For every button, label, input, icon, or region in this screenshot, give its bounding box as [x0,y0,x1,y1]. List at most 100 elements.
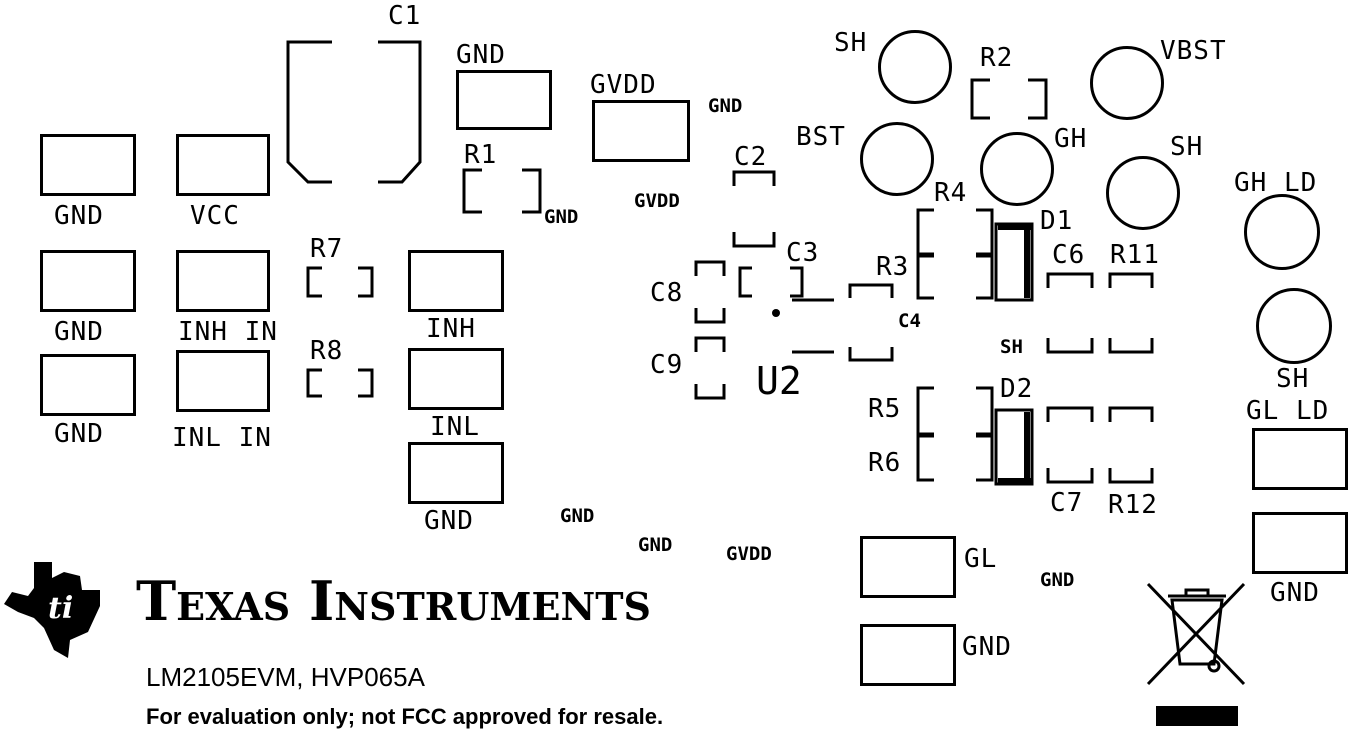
gvdd-label-small-1: GVDD [634,190,680,212]
sh-label-small: SH [1000,336,1023,358]
inh-label: INH [426,314,476,344]
gnd-pad-top[interactable] [456,70,552,130]
r4-outline [916,208,994,256]
gnd-pad-right[interactable] [1252,512,1348,574]
gh-ld-testpoint[interactable] [1244,194,1320,270]
r11-label: R11 [1110,240,1160,270]
weee-bin-icon [1146,582,1246,686]
fcc-notice: For evaluation only; not FCC approved fo… [146,704,664,729]
r12-label: R12 [1108,490,1158,520]
gnd-pad-1[interactable] [40,134,136,196]
c8-outline [694,260,726,324]
gh-ld-label: GH LD [1234,168,1318,198]
inl-in-label: INL IN [172,423,272,453]
c7-outline [1046,406,1094,484]
r1-outline [462,168,542,214]
c8-label: C8 [650,278,684,308]
sh-label-3: SH [1276,364,1310,394]
d2-body-bar [1024,412,1030,482]
r12-outline [1108,406,1154,484]
r5-label: R5 [868,394,902,424]
gnd-pad-3[interactable] [40,354,136,416]
vcc-pad[interactable] [176,134,270,196]
gnd-label-small-3: GND [560,505,595,527]
gh-testpoint[interactable] [980,132,1054,206]
gnd-label-2: GND [54,317,104,347]
r11-outline [1108,272,1154,354]
gvdd-label-top: GVDD [590,70,657,100]
r6-outline [916,434,994,482]
inh-pad[interactable] [408,250,504,312]
bst-testpoint[interactable] [860,122,934,196]
ti-logo-icon: ti [4,562,100,658]
inl-label: INL [430,412,480,442]
inl-in-pad[interactable] [176,350,270,412]
c7-label: C7 [1050,488,1084,518]
sh-label-1: SH [834,28,868,58]
d2-label: D2 [1000,374,1034,404]
sh-testpoint-3[interactable] [1256,288,1332,364]
c2-label: C2 [734,142,768,172]
gnd-pad-bottom[interactable] [860,624,956,686]
inh-in-label: INH IN [178,317,278,347]
gnd-pad-mid[interactable] [408,442,504,504]
d1-label: D1 [1040,206,1074,236]
c1-outline-right [378,40,422,184]
c1-label: C1 [388,1,422,31]
r3-outline [916,254,994,300]
gnd-label-bottom: GND [962,632,1012,662]
r4-label: R4 [934,178,968,208]
gnd-label-1: GND [54,201,104,231]
bst-label: BST [796,122,846,152]
r2-outline [970,78,1048,120]
r7-label: R7 [310,234,344,264]
vbst-testpoint[interactable] [1090,46,1164,120]
sh-testpoint-2[interactable] [1106,156,1180,230]
gvdd-pad[interactable] [592,100,690,162]
d2-cathode-bar [998,478,1032,484]
inh-in-pad[interactable] [176,250,270,312]
vbst-label: VBST [1160,36,1227,66]
gnd-label-mid: GND [424,506,474,536]
c6-outline [1046,272,1094,354]
gl-pad[interactable] [860,536,956,598]
d1-body-bar [1024,226,1030,298]
r5-outline [916,386,994,436]
c1-outline-left [286,40,332,184]
gl-ld-pad[interactable] [1252,428,1348,490]
svg-text:ti: ti [48,591,73,626]
c3-outline [738,266,804,298]
board-id: LM2105EVM, HVP065A [146,662,425,692]
c3-label: C3 [786,238,820,268]
c9-label: C9 [650,350,684,380]
vcc-label: VCC [190,201,240,231]
sh-label-2: SH [1170,132,1204,162]
gnd-label-top: GND [456,40,506,70]
c2-outline [732,170,776,248]
r7-outline [306,266,374,298]
sh-testpoint-1[interactable] [878,30,952,104]
r2-label: R2 [980,43,1014,73]
r1-label: R1 [464,140,498,170]
r8-label: R8 [310,336,344,366]
inl-pad[interactable] [408,348,504,410]
c6-label: C6 [1052,240,1086,270]
c4-label: C4 [898,310,921,332]
c4-outline [848,283,894,362]
u2-pin1-dot [772,309,780,317]
gnd-label-3: GND [54,419,104,449]
gnd-pad-2[interactable] [40,250,136,312]
gl-label: GL [964,544,998,574]
gnd-label-small-2: GND [544,206,579,228]
gl-ld-label: GL LD [1246,396,1330,426]
d1-cathode-bar [998,224,1032,230]
gnd-label-right: GND [1270,578,1320,608]
c9-outline [694,336,726,400]
gnd-label-small-4: GND [638,534,673,556]
u2-label: U2 [756,359,802,403]
gnd-label-small-1: GND [708,95,743,117]
gh-label: GH [1054,124,1088,154]
gvdd-label-small-2: GVDD [726,543,772,565]
